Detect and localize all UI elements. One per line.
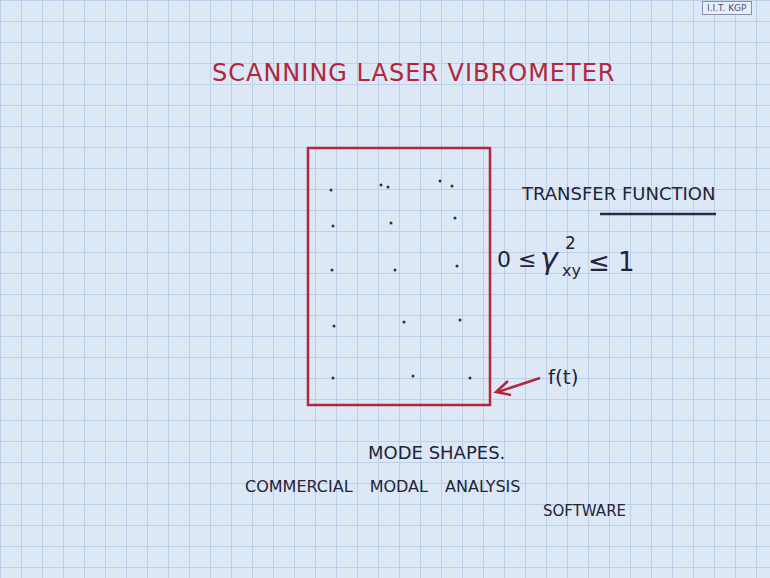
note-text: SOFTWARE — [543, 503, 626, 520]
math-symbol: γ — [540, 242, 558, 275]
title: SCANNING LASER VIBROMETER — [212, 60, 616, 86]
plate-outline — [308, 148, 490, 405]
math-text: ≤ 1 — [588, 248, 635, 277]
logo-text: I.I.T. KGP — [707, 3, 747, 13]
section-heading: TRANSFER FUNCTION — [522, 184, 715, 204]
math-subscript: xy — [562, 262, 581, 280]
arrow-head — [496, 381, 511, 395]
math-text: 0 ≤ — [497, 248, 536, 272]
math-superscript: 2 — [565, 234, 576, 253]
underline — [600, 213, 716, 216]
logo-box: I.I.T. KGP — [702, 1, 752, 15]
force-label: f(t) — [548, 366, 579, 388]
note-text: COMMERCIAL MODAL ANALYSIS — [245, 478, 520, 496]
note-text: MODE SHAPES. — [368, 443, 505, 463]
measurement-points — [330, 180, 472, 380]
